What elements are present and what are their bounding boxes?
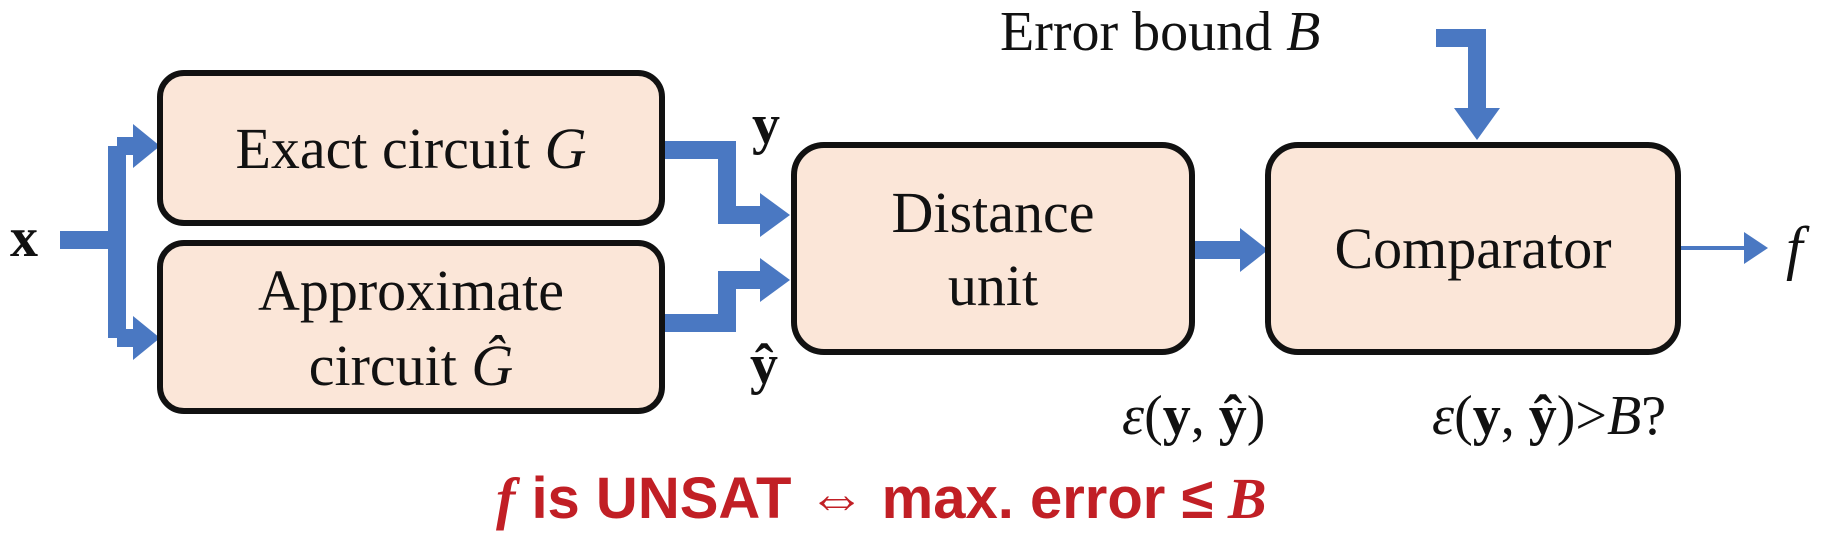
unsat-condition: f is UNSAT ⇔ max. error ≤ B (496, 466, 1267, 531)
distance-unit-box (791, 142, 1195, 355)
approximate-circuit-box (157, 240, 665, 414)
exact-circuit-label: Exact circuit G (235, 116, 586, 181)
approximate-circuit-line2: circuit Ĝ (309, 333, 514, 398)
arrow-y-to-distance (662, 141, 760, 224)
output-y-label: y (752, 94, 780, 156)
boxes (157, 70, 1681, 414)
arrowhead-distance-yhat (760, 258, 790, 302)
arrow-yhat-to-distance (662, 271, 760, 332)
distance-unit-line2: unit (948, 253, 1038, 318)
arrowhead-distance-y (760, 193, 790, 237)
arrowheads (133, 108, 1500, 360)
comparator-label: Comparator (1334, 216, 1611, 281)
approximate-circuit-line1: Approximate (258, 258, 564, 323)
error-bound-label: Error bound B (1000, 1, 1320, 63)
arrowhead-exact (133, 124, 160, 168)
arrow-x-fork (60, 137, 133, 347)
output-f-label: f (1786, 215, 1810, 281)
input-x-label: x (10, 207, 38, 269)
arrowhead-output (1744, 232, 1768, 264)
exact-circuit-box (157, 70, 665, 226)
output-yhat-label: ŷ (750, 334, 778, 396)
connectors (60, 29, 1486, 347)
comparator-expression: ε(y, ŷ)>B? (1432, 385, 1666, 447)
distance-unit-line1: Distance (892, 180, 1095, 245)
arrowhead-errorbound (1454, 108, 1500, 140)
arrowhead-comparator (1240, 228, 1268, 272)
arrowhead-approx (133, 316, 160, 360)
comparator-box (1265, 142, 1681, 355)
arrow-errorbound-to-comparator (1436, 29, 1486, 108)
distance-expression: ε(y, ŷ) (1122, 385, 1265, 447)
